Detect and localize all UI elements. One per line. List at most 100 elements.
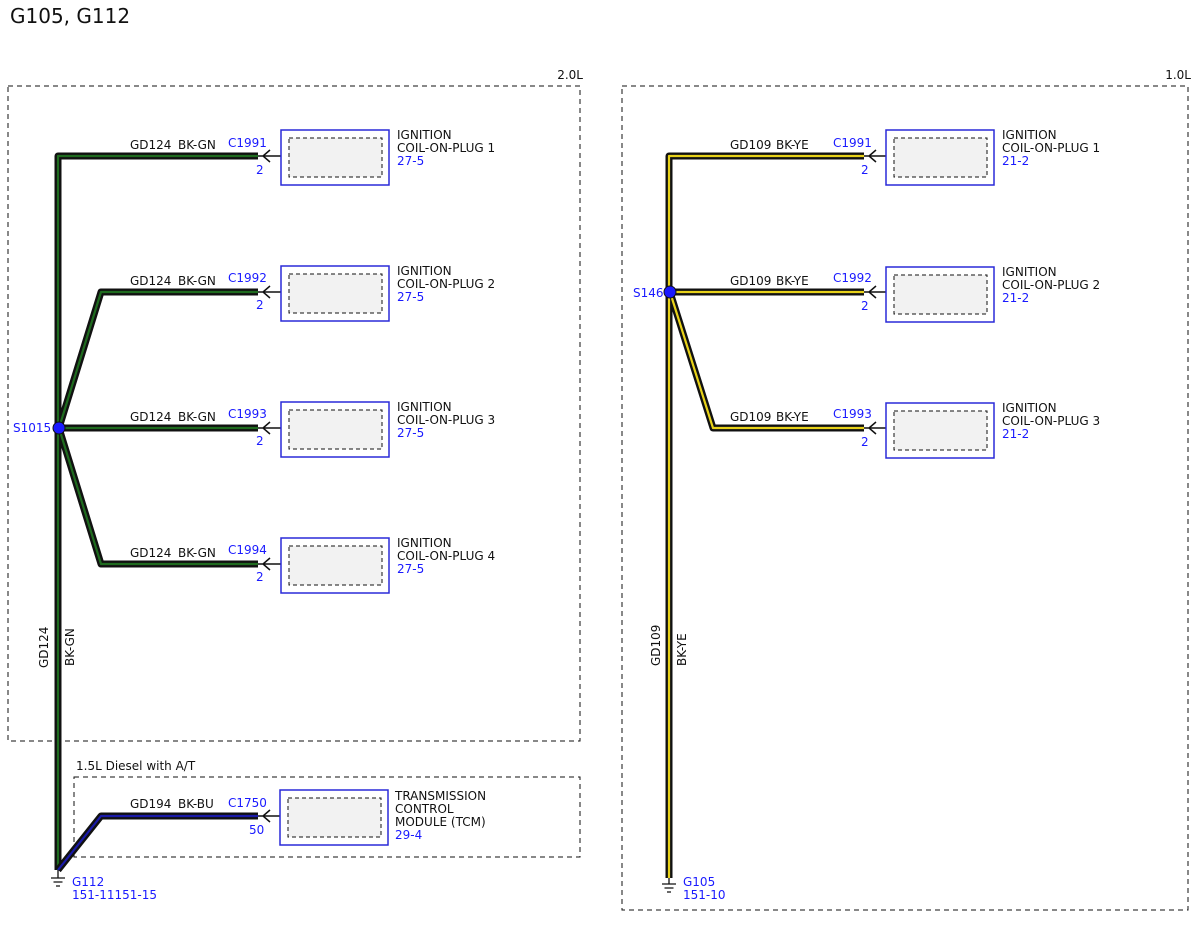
right-branch-2: GD109 BK-YE C1992 2 IGNITION COIL-ON-PLU… [730, 265, 1100, 323]
component-inner [893, 274, 988, 315]
connector-label: C1993 [228, 407, 267, 421]
gd124-wires [54, 152, 258, 870]
connector-label: C1991 [228, 136, 267, 150]
wire-color-label: BK-YE [776, 138, 809, 152]
right-panel-frame [621, 85, 1189, 911]
diesel-panel-frame [73, 776, 581, 858]
ground-ref: 151-11151-15 [72, 888, 157, 902]
wire-color-label: BK-GN [178, 546, 216, 560]
ground-ref: 151-10 [683, 888, 726, 902]
left-branch-2: GD124 BK-GN C1992 2 IGNITION COIL-ON-PLU… [130, 264, 495, 322]
pin-label: 2 [861, 435, 869, 449]
wire-color-label: BK-YE [776, 410, 809, 424]
component-name-line1: IGNITION [397, 128, 452, 142]
component-name-line2: CONTROL [395, 802, 454, 816]
component-name-line1: IGNITION [397, 400, 452, 414]
component-ref: 27-5 [397, 562, 424, 576]
ground-name: G112 [72, 875, 104, 889]
diesel-branch: GD194 BK-BU C1750 50 TRANSMISSION CONTRO… [130, 789, 486, 846]
component-ref: 27-5 [397, 154, 424, 168]
splice-s1015-label: S1015 [13, 421, 51, 435]
component-inner [893, 410, 988, 451]
pin-label: 50 [249, 823, 264, 837]
gd194-wire [55, 812, 258, 873]
left-branch-4: GD124 BK-GN C1994 2 IGNITION COIL-ON-PLU… [130, 536, 495, 594]
right-trunk-circuit: GD109 [649, 625, 663, 666]
splice-s146 [663, 285, 677, 299]
connector-label: C1994 [228, 543, 267, 557]
component-ref: 21-2 [1002, 154, 1029, 168]
left-branch-1: GD124 BK-GN C1991 2 IGNITION COIL-ON-PLU… [130, 128, 495, 186]
connector-label: C1992 [228, 271, 267, 285]
component-inner [287, 797, 382, 838]
component-name-line1: IGNITION [397, 264, 452, 278]
component-name-line1: IGNITION [1002, 401, 1057, 415]
component-ref: 21-2 [1002, 427, 1029, 441]
right-branch-3: GD109 BK-YE C1993 2 IGNITION COIL-ON-PLU… [730, 401, 1100, 459]
component-name-line2: COIL-ON-PLUG 3 [397, 413, 495, 427]
pin-label: 2 [256, 163, 264, 177]
wire-color-label: BK-GN [178, 138, 216, 152]
ground-g105: G105 151-10 [662, 875, 726, 902]
wire-circuit-label: GD109 [730, 138, 771, 152]
page-title: G105, G112 [10, 4, 130, 28]
wire-circuit-label: GD124 [130, 410, 171, 424]
component-inner [893, 137, 988, 178]
component-name-line3: MODULE (TCM) [395, 815, 486, 829]
component-inner [288, 273, 383, 314]
wire-color-label: BK-BU [178, 797, 214, 811]
component-inner [288, 409, 383, 450]
wire-color-label: BK-YE [776, 274, 809, 288]
pin-label: 2 [861, 299, 869, 313]
component-name-line2: COIL-ON-PLUG 1 [397, 141, 495, 155]
wire-circuit-label: GD124 [130, 138, 171, 152]
component-inner [288, 137, 383, 178]
pin-label: 2 [256, 434, 264, 448]
component-name-line2: COIL-ON-PLUG 4 [397, 549, 495, 563]
ground-name: G105 [683, 875, 715, 889]
wire-color-label: BK-GN [178, 410, 216, 424]
component-name-line1: IGNITION [1002, 128, 1057, 142]
pin-label: 2 [256, 298, 264, 312]
wire-circuit-label: GD124 [130, 546, 171, 560]
splice-s1015 [52, 421, 66, 435]
wire-circuit-label: GD124 [130, 274, 171, 288]
ground-icon [662, 878, 676, 893]
left-panel-label: 2.0L [557, 68, 583, 82]
component-ref: 27-5 [397, 290, 424, 304]
right-trunk-color: BK-YE [675, 633, 689, 666]
left-trunk-color: BK-GN [63, 628, 77, 666]
left-branch-3: GD124 BK-GN C1993 2 IGNITION COIL-ON-PLU… [130, 400, 495, 458]
pin-label: 2 [256, 570, 264, 584]
ground-g112: G112 151-11151-15 [51, 870, 157, 902]
wire-circuit-label: GD194 [130, 797, 171, 811]
component-name-line1: TRANSMISSION [394, 789, 486, 803]
component-name-line2: COIL-ON-PLUG 2 [397, 277, 495, 291]
ground-icon [51, 870, 65, 887]
connector-label: C1993 [833, 407, 872, 421]
gd109-wires [665, 152, 864, 878]
connector-label: C1991 [833, 136, 872, 150]
wire-circuit-label: GD109 [730, 274, 771, 288]
diesel-panel-label: 1.5L Diesel with A/T [76, 759, 196, 773]
left-trunk-circuit: GD124 [37, 627, 51, 668]
component-inner [288, 545, 383, 586]
wire-color-label: BK-GN [178, 274, 216, 288]
right-panel-label: 1.0L [1165, 68, 1191, 82]
connector-label: C1992 [833, 271, 872, 285]
wire-circuit-label: GD109 [730, 410, 771, 424]
connector-label: C1750 [228, 796, 267, 810]
component-name-line1: IGNITION [1002, 265, 1057, 279]
component-name-line2: COIL-ON-PLUG 3 [1002, 414, 1100, 428]
component-name-line2: COIL-ON-PLUG 1 [1002, 141, 1100, 155]
splice-s146-label: S146 [633, 286, 664, 300]
component-ref: 29-4 [395, 828, 422, 842]
component-ref: 21-2 [1002, 291, 1029, 305]
component-name-line2: COIL-ON-PLUG 2 [1002, 278, 1100, 292]
component-name-line1: IGNITION [397, 536, 452, 550]
right-branch-1: GD109 BK-YE C1991 2 IGNITION COIL-ON-PLU… [730, 128, 1100, 186]
pin-label: 2 [861, 163, 869, 177]
component-ref: 27-5 [397, 426, 424, 440]
left-panel-frame [7, 85, 581, 742]
